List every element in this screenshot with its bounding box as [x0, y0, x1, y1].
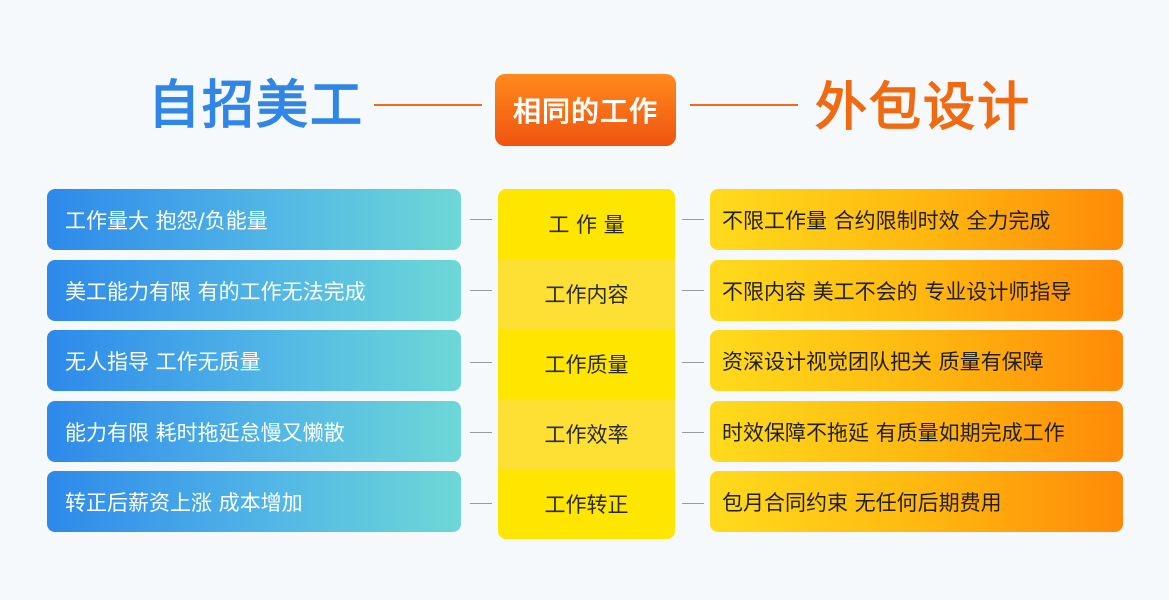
right-item-content: 不限内容 美工不会的 专业设计师指导	[710, 260, 1123, 321]
right-item-efficiency: 时效保障不拖延 有质量如期完成工作	[710, 401, 1123, 462]
left-dash-4	[470, 432, 492, 433]
left-item-efficiency: 能力有限 耗时拖延怠慢又懒散	[47, 401, 461, 462]
center-cell-efficiency: 工作效率	[498, 399, 675, 469]
right-dash-5	[682, 503, 704, 504]
right-connector-line	[690, 104, 798, 106]
center-cell-workload: 工 作 量	[498, 189, 675, 259]
right-dash-4	[682, 432, 704, 433]
left-dash-5	[470, 503, 492, 504]
center-column: 工 作 量 工作内容 工作质量 工作效率 工作转正	[498, 189, 675, 539]
left-item-regularization: 转正后薪资上涨 成本增加	[47, 471, 461, 532]
right-title: 外包设计	[815, 78, 1032, 138]
center-cell-content: 工作内容	[498, 259, 675, 329]
left-item-workload: 工作量大 抱怨/负能量	[47, 189, 461, 250]
right-dash-3	[682, 362, 704, 363]
center-badge: 相同的工作	[495, 74, 676, 146]
left-connector-line	[374, 104, 482, 106]
right-item-workload: 不限工作量 合约限制时效 全力完成	[710, 189, 1123, 250]
left-dash-1	[470, 219, 492, 220]
left-dash-2	[470, 290, 492, 291]
left-dash-3	[470, 362, 492, 363]
right-item-regularization: 包月合同约束 无任何后期费用	[710, 471, 1123, 532]
center-cell-quality: 工作质量	[498, 329, 675, 399]
left-item-quality: 无人指导 工作无质量	[47, 330, 461, 391]
left-item-content: 美工能力有限 有的工作无法完成	[47, 260, 461, 321]
right-dash-2	[682, 290, 704, 291]
left-title: 自招美工	[148, 76, 365, 136]
center-cell-regularization: 工作转正	[498, 469, 675, 539]
right-dash-1	[682, 219, 704, 220]
right-item-quality: 资深设计视觉团队把关 质量有保障	[710, 330, 1123, 391]
